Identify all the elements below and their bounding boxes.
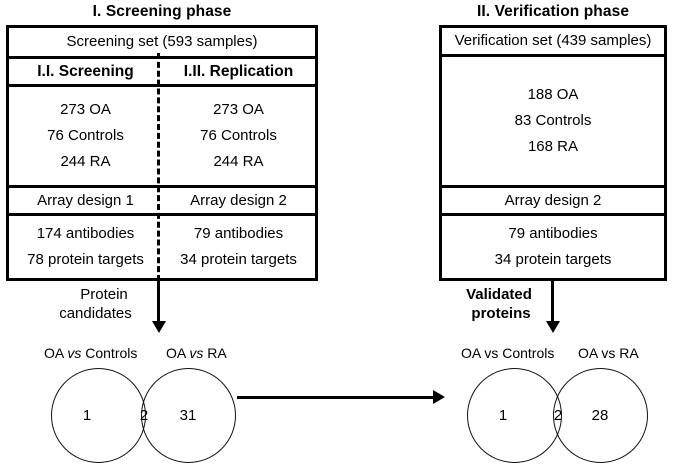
screening-antibodies-1-count: 174 antibodies: [36, 225, 135, 242]
verification-array-design-cell: Array design 2: [442, 188, 664, 213]
screening-protein-targets-2-count: 34 protein targets: [180, 251, 297, 268]
venn-left-left-label-suffix: Controls: [81, 345, 138, 361]
screening-samples-1-controls: 76 Controls: [47, 127, 124, 144]
screening-column-header-2-text: I.II. Replication: [183, 62, 294, 80]
screening-column-header-2: I.II. Replication: [162, 59, 315, 84]
venn-right-count-intersection: 2: [553, 407, 563, 424]
screening-samples-cell-2: 273 OA 76 Controls 244 RA: [162, 87, 315, 185]
screening-array-design-2-text: Array design 2: [190, 191, 287, 209]
screening-samples-row: 273 OA 76 Controls 244 RA 273 OA 76 Cont…: [9, 84, 315, 185]
screening-array-design-1-text: Array design 1: [37, 191, 134, 209]
screening-samples-cell-1: 273 OA 76 Controls 244 RA: [9, 87, 162, 185]
venn-left-circle-oa-ra: [141, 368, 236, 463]
verification-phase-table: Verification set (439 samples) 188 OA 83…: [439, 25, 667, 281]
venn-left-set-label-right: OA vs RA: [166, 345, 227, 362]
screening-array-design-row: Array design 1 Array design 2: [9, 185, 315, 213]
screening-samples-2-controls: 76 Controls: [200, 127, 277, 144]
venn-left-left-label-vs: vs: [67, 345, 82, 361]
venn-left-count-right-only: 31: [179, 407, 197, 424]
venn-right-set-label-right: OA vs RA: [578, 345, 639, 361]
phase-connector-arrow-head: [433, 390, 445, 404]
verification-samples-row: 188 OA 83 Controls 168 RA: [442, 54, 664, 185]
screening-column-header-1-text: I.I. Screening: [37, 62, 134, 80]
verification-samples-cell: 188 OA 83 Controls 168 RA: [442, 57, 664, 185]
verification-set-header-text: Verification set (439 samples): [454, 32, 652, 49]
venn-left-count-intersection: 2: [139, 407, 149, 424]
screening-phase-title: I. Screening phase: [92, 3, 232, 20]
venn-right-count-left-only: 1: [498, 407, 508, 424]
protein-candidates-arrow-head: [152, 321, 166, 333]
verification-array-design-text: Array design 2: [504, 191, 602, 209]
screening-set-header-cell: Screening set (593 samples): [9, 28, 315, 56]
validated-proteins-arrow-head: [546, 321, 560, 333]
screening-antibodies-cell-1: 174 antibodies 78 protein targets: [9, 216, 162, 278]
venn-left-count-left-only: 1: [82, 407, 92, 424]
venn-left-right-label-suffix: RA: [203, 345, 227, 361]
venn-right-circle-oa-ra: [553, 368, 648, 463]
protein-candidates-label-line1: Protein: [80, 286, 128, 303]
verification-set-header-cell: Verification set (439 samples): [442, 28, 664, 54]
screening-protein-targets-1-count: 78 protein targets: [27, 251, 144, 268]
verification-set-header-row: Verification set (439 samples): [442, 28, 664, 54]
venn-left-right-label-vs: vs: [189, 345, 204, 361]
screening-samples-2-oa: 273 OA: [213, 101, 264, 118]
screening-antibodies-cell-2: 79 antibodies 34 protein targets: [162, 216, 315, 278]
verification-array-design-row: Array design 2: [442, 185, 664, 213]
screening-phase-table: Screening set (593 samples) I.I. Screeni…: [6, 25, 318, 281]
screening-array-design-cell-2: Array design 2: [162, 188, 315, 213]
venn-right-count-right-only: 28: [591, 407, 609, 424]
screening-antibodies-row: 174 antibodies 78 protein targets 79 ant…: [9, 213, 315, 278]
screening-antibodies-2-count: 79 antibodies: [193, 225, 284, 242]
validated-proteins-label-line2: proteins: [471, 305, 531, 322]
screening-set-header-row: Screening set (593 samples): [9, 28, 315, 56]
venn-right-set-label-left: OA vs Controls: [461, 345, 555, 361]
verification-antibodies-row: 79 antibodies 34 protein targets: [442, 213, 664, 278]
screening-samples-1-oa: 273 OA: [60, 101, 111, 118]
screening-column-header-1: I.I. Screening: [9, 59, 162, 84]
verification-samples-ra: 168 RA: [527, 138, 579, 155]
validated-proteins-arrow-line: [551, 281, 554, 323]
screening-column-divider-dashed: [157, 53, 160, 281]
screening-array-design-cell-1: Array design 1: [9, 188, 162, 213]
venn-left-left-label-prefix: OA: [44, 345, 68, 361]
protein-candidates-label-line2: candidates: [59, 305, 132, 322]
verification-samples-oa: 188 OA: [527, 86, 579, 103]
venn-left-set-label-left: OA vs Controls: [44, 345, 137, 362]
screening-column-headers-row: I.I. Screening I.II. Replication: [9, 56, 315, 84]
protein-candidates-arrow-line: [157, 281, 160, 323]
screening-samples-2-ra: 244 RA: [213, 153, 264, 170]
venn-left-right-label-prefix: OA: [166, 345, 190, 361]
validated-proteins-label-line1: Validated: [466, 286, 532, 303]
screening-samples-1-ra: 244 RA: [60, 153, 111, 170]
verification-antibodies-cell: 79 antibodies 34 protein targets: [442, 216, 664, 278]
verification-antibodies-count: 79 antibodies: [508, 225, 598, 242]
verification-samples-controls: 83 Controls: [514, 112, 592, 129]
phase-connector-arrow-line: [237, 396, 435, 399]
verification-phase-title: II. Verification phase: [476, 3, 630, 20]
verification-protein-targets-count: 34 protein targets: [494, 251, 612, 268]
screening-set-header-text: Screening set (593 samples): [66, 33, 258, 50]
